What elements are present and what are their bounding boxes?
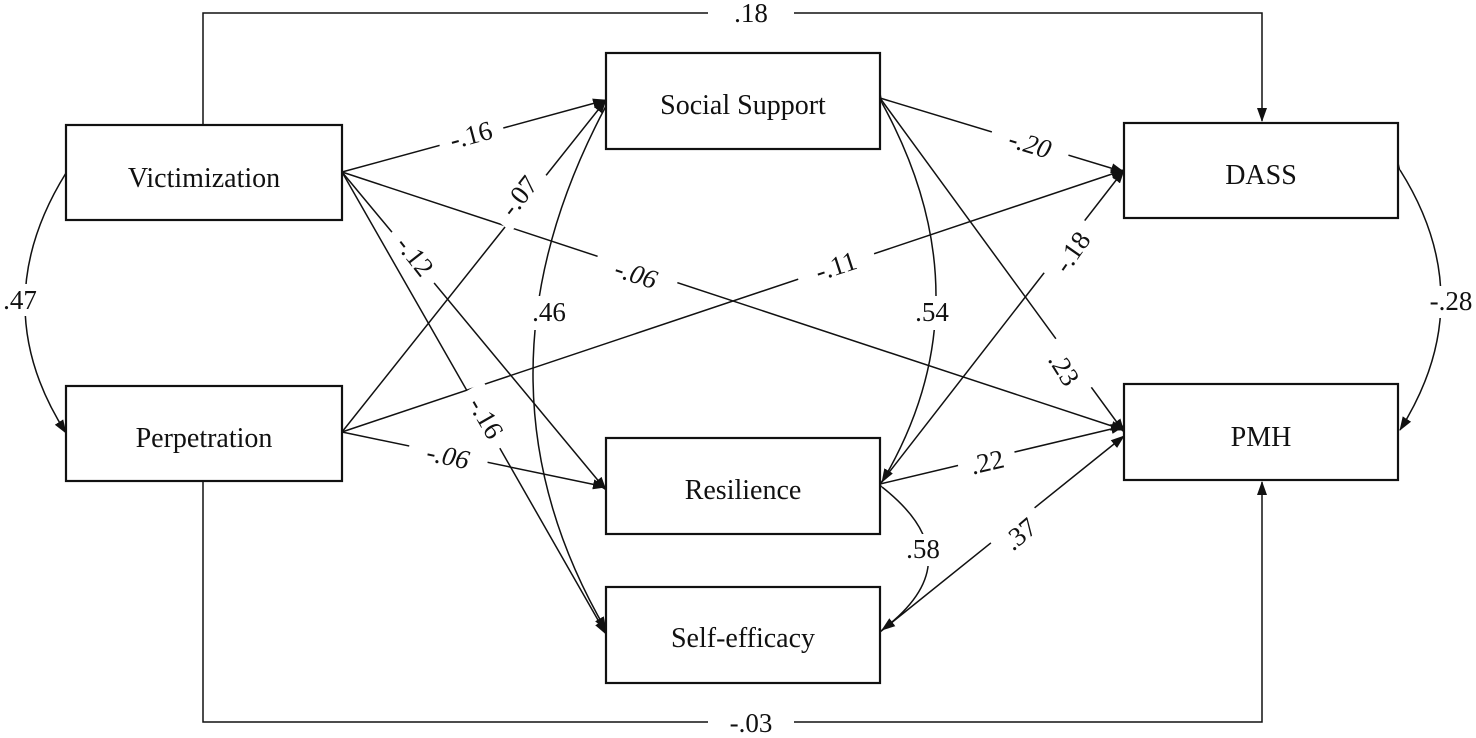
node-resilience: Resilience xyxy=(604,436,882,536)
coef-social-resilience-cov: .54 xyxy=(915,297,949,327)
coef-perpetration-resilience: -.06 xyxy=(424,437,473,475)
coef-perpetration-pmh: -.03 xyxy=(730,708,773,738)
node-dass-label: DASS xyxy=(1225,160,1297,191)
coef-resilience-pmh: .22 xyxy=(967,444,1007,481)
coef-social-selfefficacy-cov: .46 xyxy=(532,297,566,327)
node-pmh: PMH xyxy=(1122,382,1400,482)
coef-victimization-perpetration-cov: .47 xyxy=(3,285,37,315)
coef-social-dass: -.20 xyxy=(1005,123,1055,164)
edge-perpetration-dass xyxy=(341,169,1125,433)
node-victimization: Victimization xyxy=(64,123,344,222)
node-social-support: Social Support xyxy=(604,51,882,151)
coef-resilience-selfefficacy-cov: .58 xyxy=(906,534,940,564)
cov-social-resilience xyxy=(871,89,937,483)
node-resilience-label: Resilience xyxy=(685,475,802,506)
node-social-support-label: Social Support xyxy=(660,90,826,121)
node-perpetration: Perpetration xyxy=(64,384,344,483)
coef-victimization-social: -.16 xyxy=(446,115,495,155)
coef-victimization-dass: .18 xyxy=(734,0,768,28)
coef-dass-pmh-cov: -.28 xyxy=(1430,286,1473,316)
cov-social-selfefficacy xyxy=(532,92,617,631)
node-victimization-label: Victimization xyxy=(128,163,280,194)
node-pmh-label: PMH xyxy=(1231,422,1292,453)
edge-victimization-resilience xyxy=(341,171,607,491)
node-self-efficacy-label: Self-efficacy xyxy=(671,623,815,654)
node-perpetration-label: Perpetration xyxy=(136,423,273,454)
node-dass: DASS xyxy=(1122,121,1400,220)
nodes: Victimization Perpetration Social Suppor… xyxy=(64,51,1400,685)
edge-perpetration-social xyxy=(341,99,607,433)
coef-perpetration-dass: -.11 xyxy=(812,245,861,286)
node-self-efficacy: Self-efficacy xyxy=(604,585,882,685)
